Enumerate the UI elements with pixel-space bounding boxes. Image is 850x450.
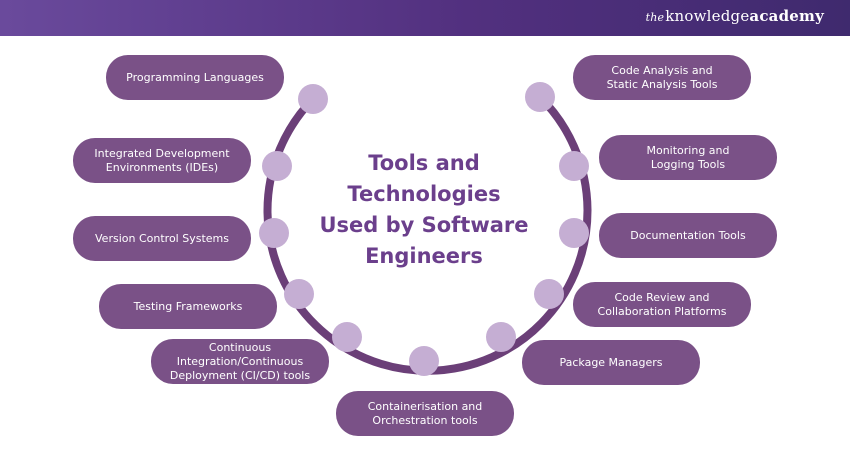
node-circle-documentation <box>559 218 589 248</box>
item-monitoring: Monitoring and Logging Tools <box>599 135 777 180</box>
node-circle-monitoring <box>559 151 589 181</box>
node-circle-ide <box>262 151 292 181</box>
node-circle-testing <box>284 279 314 309</box>
brand-logo: theknowledgeacademy <box>645 7 824 25</box>
item-ide: Integrated Development Environments (IDE… <box>73 138 251 183</box>
node-circle-code-analysis <box>525 82 555 112</box>
node-circle-version-control <box>259 218 289 248</box>
item-code-review: Code Review and Collaboration Platforms <box>573 282 751 327</box>
item-containerisation: Containerisation and Orchestration tools <box>336 391 514 436</box>
item-documentation: Documentation Tools <box>599 213 777 258</box>
node-circle-containers <box>409 346 439 376</box>
node-circle-code-review <box>534 279 564 309</box>
item-testing-frameworks: Testing Frameworks <box>99 284 277 329</box>
node-circle-cicd <box>332 322 362 352</box>
diagram-title: Tools and Technologies Used by Software … <box>319 151 529 268</box>
node-circle-programming <box>298 84 328 114</box>
header-bar: theknowledgeacademy <box>0 0 850 36</box>
node-circle-package-managers <box>486 322 516 352</box>
item-version-control: Version Control Systems <box>73 216 251 261</box>
item-cicd: Continuous Integration/Continuous Deploy… <box>151 339 329 384</box>
item-package-managers: Package Managers <box>522 340 700 385</box>
item-programming-languages: Programming Languages <box>106 55 284 100</box>
item-code-analysis: Code Analysis and Static Analysis Tools <box>573 55 751 100</box>
